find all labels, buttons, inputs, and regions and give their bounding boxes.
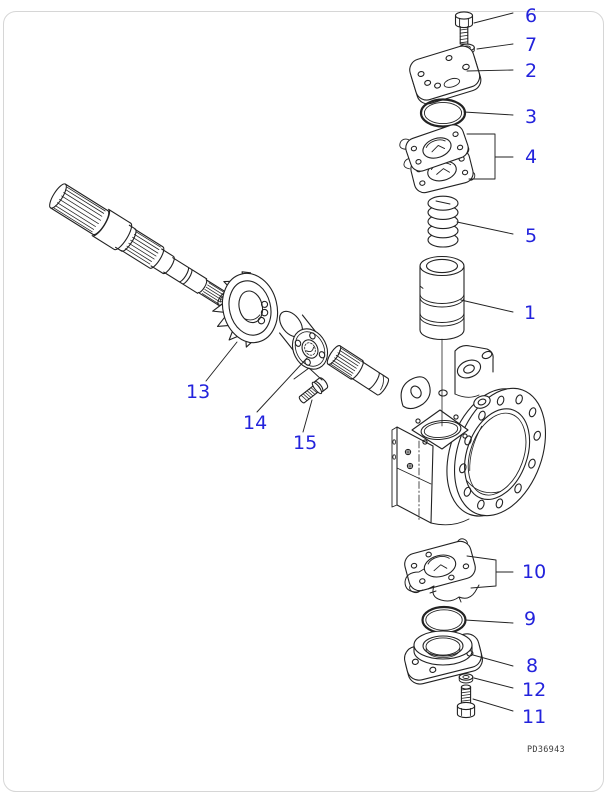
part-bearing-cover-8 <box>404 630 483 685</box>
leader-2 <box>466 69 514 72</box>
leader-15 <box>293 367 323 433</box>
callout-8[interactable]: 8 <box>526 655 539 677</box>
part-cover-plate-2 <box>409 45 482 105</box>
part-spring-5 <box>427 195 459 248</box>
leader-14 <box>256 357 308 413</box>
part-valve-plate-10 <box>404 538 480 603</box>
part-bolt-11 <box>456 684 476 719</box>
leader-1 <box>460 299 514 313</box>
callout-5[interactable]: 5 <box>525 225 538 247</box>
drawing-code: PD36943 <box>527 745 565 755</box>
leader-12 <box>473 677 514 689</box>
callout-9[interactable]: 9 <box>524 608 537 630</box>
callout-2[interactable]: 2 <box>525 60 538 82</box>
leader-9 <box>464 619 514 624</box>
part-drive-shaft <box>49 183 228 306</box>
leader-7 <box>476 43 514 50</box>
callout-1[interactable]: 1 <box>524 302 537 324</box>
part-pump-housing <box>391 345 547 526</box>
part-bolt-15 <box>298 377 329 404</box>
callout-10[interactable]: 10 <box>522 561 547 583</box>
part-cylinder-hub-14 <box>279 310 329 370</box>
part-washer-12 <box>458 673 474 684</box>
leader-5 <box>456 221 514 235</box>
callout-6[interactable]: 6 <box>525 5 538 27</box>
leader-3 <box>463 111 514 116</box>
leader-8 <box>472 654 514 667</box>
part-swash-plate-13 <box>212 271 279 348</box>
callout-4[interactable]: 4 <box>525 146 538 168</box>
callout-14[interactable]: 14 <box>243 412 268 434</box>
leader-10 <box>466 555 514 589</box>
callout-15[interactable]: 15 <box>293 432 318 454</box>
callout-12[interactable]: 12 <box>522 679 547 701</box>
leader-4 <box>466 133 514 180</box>
part-o-ring-3 <box>419 98 467 128</box>
leader-lines <box>205 12 514 712</box>
retainer-clips <box>404 568 480 603</box>
part-bolt-6 <box>454 11 474 45</box>
callout-13[interactable]: 13 <box>186 381 211 403</box>
callout-3[interactable]: 3 <box>525 106 538 128</box>
callout-11[interactable]: 11 <box>522 706 547 728</box>
callout-7[interactable]: 7 <box>525 34 538 56</box>
part-valve-plate-set-4 <box>399 124 476 194</box>
part-cylinder-block-1 <box>419 255 465 341</box>
leader-6 <box>473 12 514 24</box>
part-o-ring-9 <box>421 605 467 635</box>
leader-13 <box>205 341 238 382</box>
leader-11 <box>472 698 514 712</box>
part-coupling-shaft <box>326 345 390 396</box>
